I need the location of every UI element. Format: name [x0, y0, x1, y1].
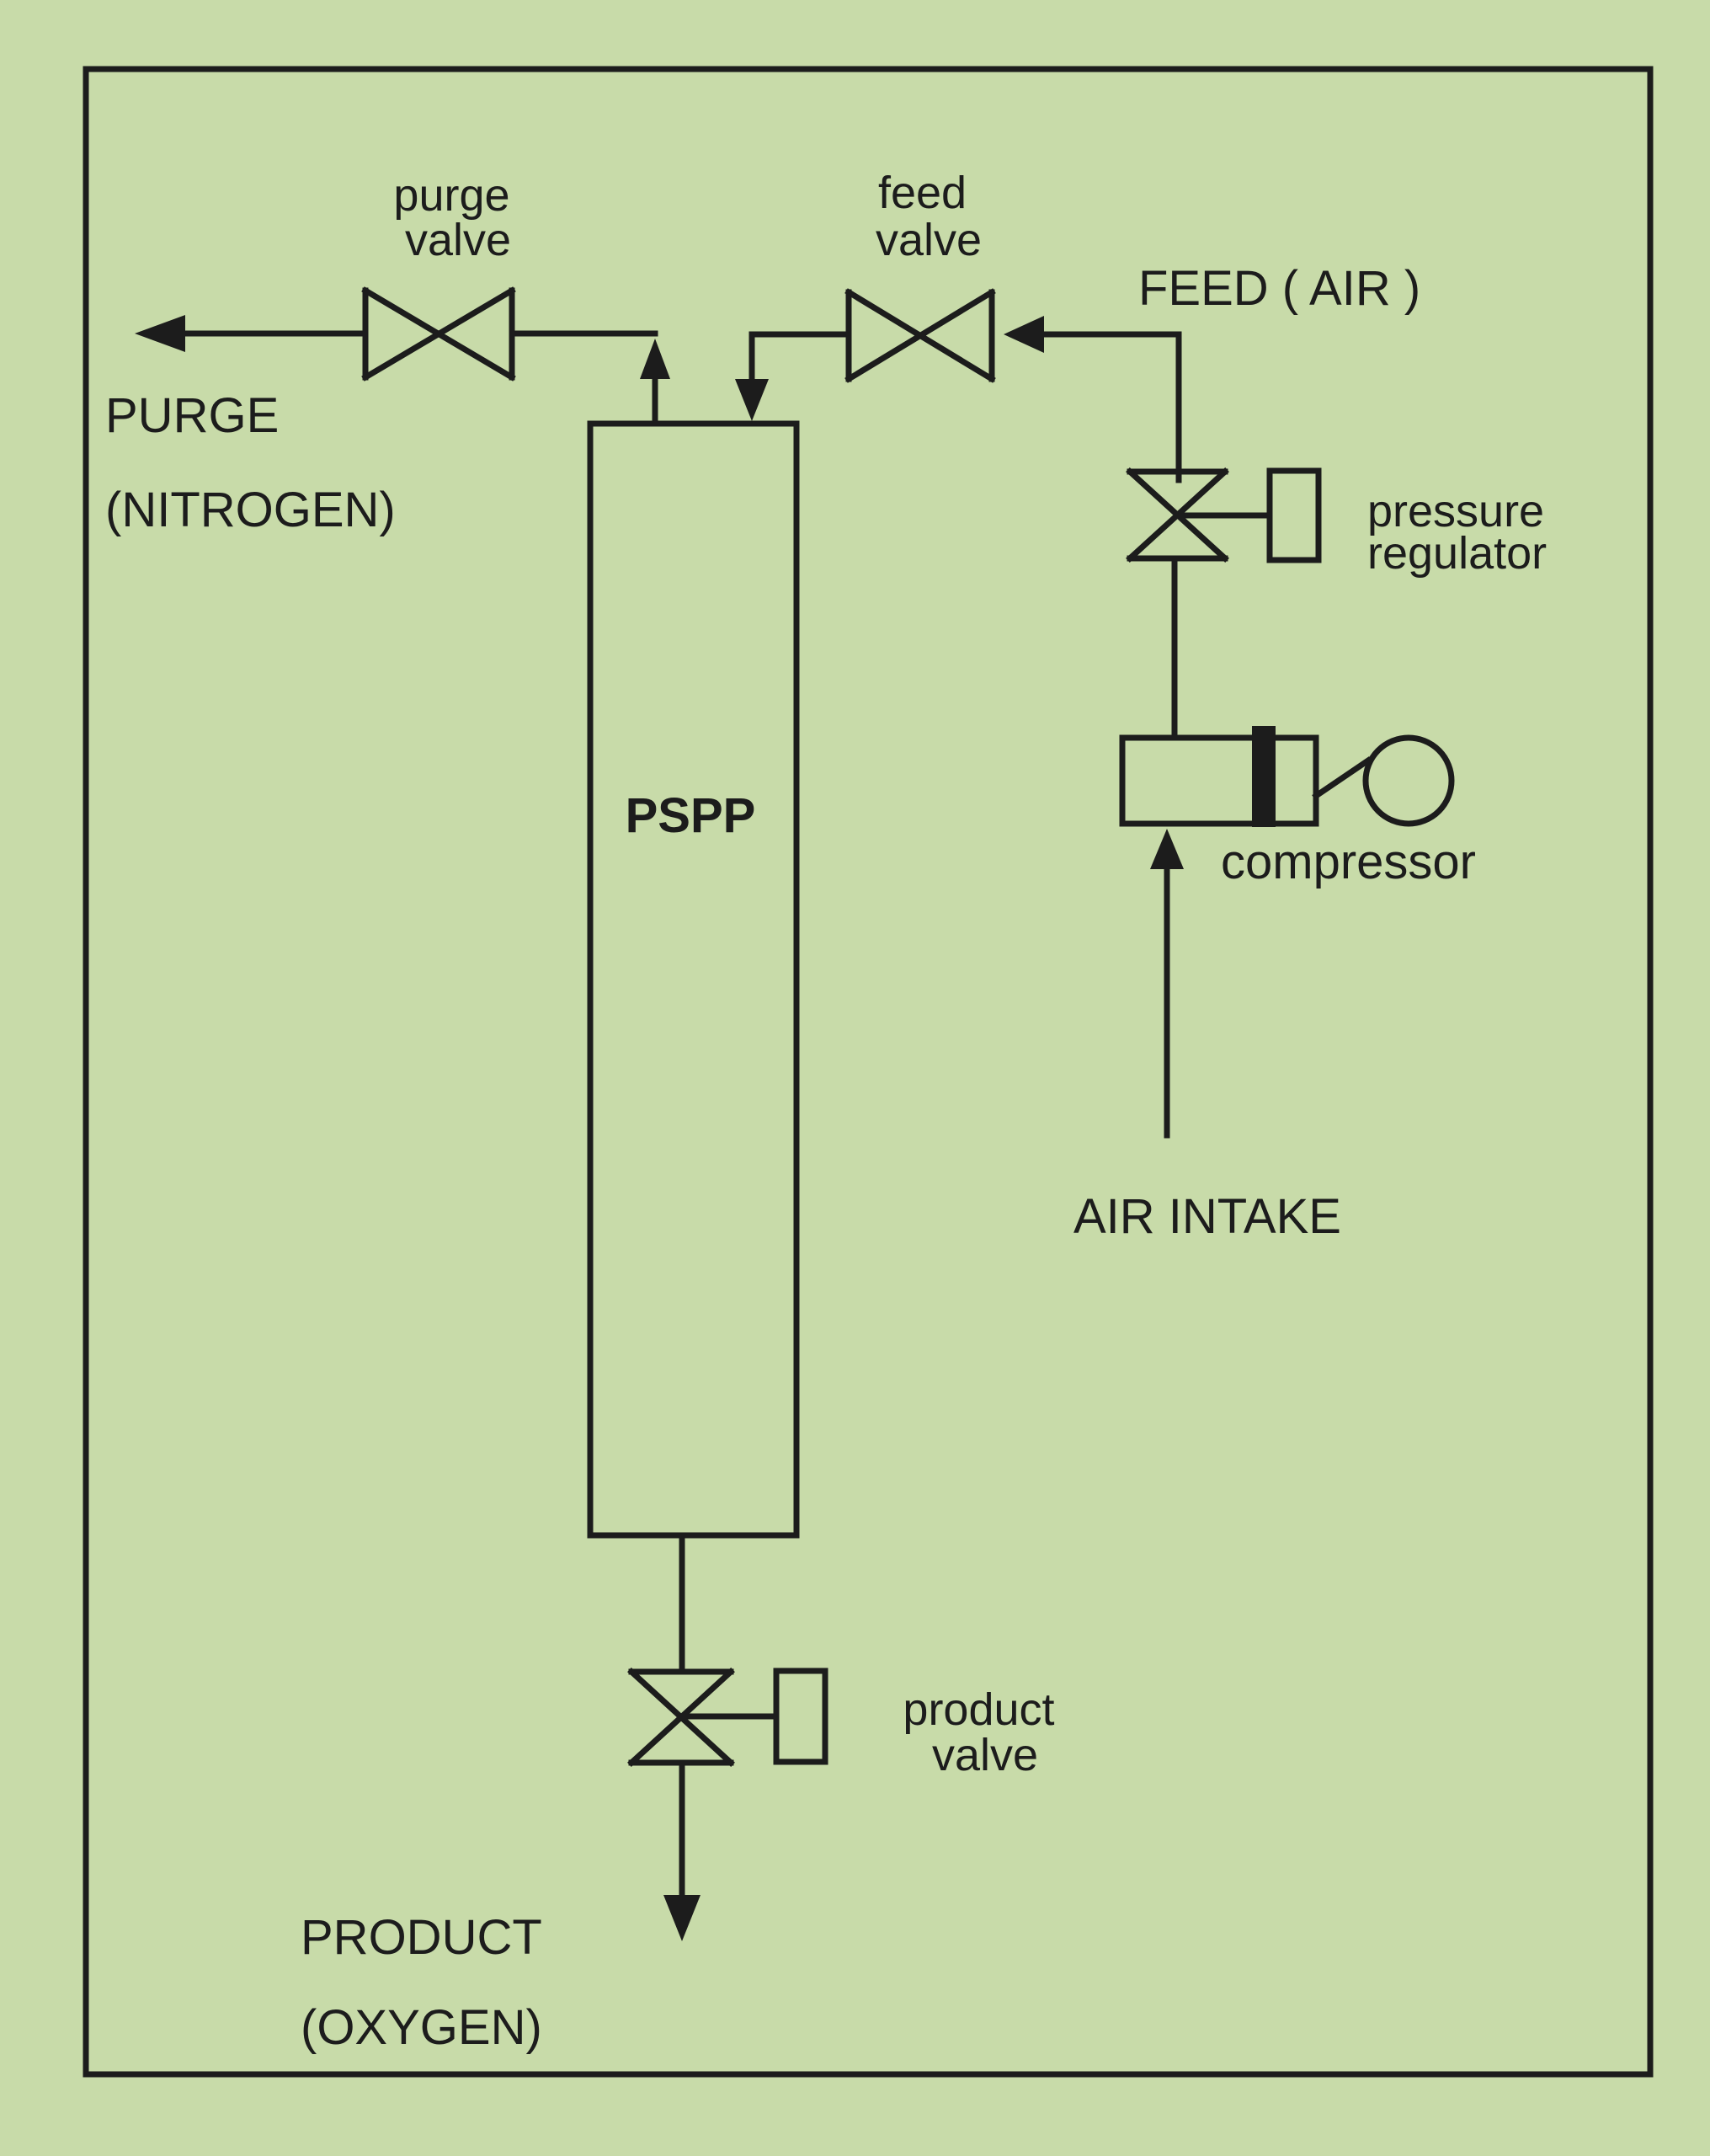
pressure-regulator-icon	[1126, 467, 1322, 563]
compressor-label: compressor	[1221, 835, 1476, 889]
purge-line	[135, 315, 670, 427]
feed-valve-label: feed valve	[876, 168, 982, 265]
product-outlet-arrow	[663, 1895, 701, 1941]
product-valve-icon	[627, 1668, 828, 1767]
pspp-label: PSPP	[626, 788, 756, 843]
diagram-frame	[83, 66, 1654, 2078]
pspp-column	[587, 420, 800, 1539]
compressor-icon	[1119, 726, 1455, 827]
product-outlet-line	[663, 1759, 701, 1941]
pressure-regulator-label: pressure regulator	[1367, 486, 1557, 579]
air-intake-arrow	[1150, 829, 1184, 869]
product-valve-label: product valve	[903, 1684, 1067, 1780]
purge-valve-icon	[361, 286, 516, 382]
feed-air-label: FEED ( AIR )	[1138, 261, 1420, 316]
feed-line	[735, 316, 1182, 483]
feed-inlet-arrow	[735, 379, 769, 421]
purge-outlet-arrow	[135, 315, 185, 352]
purge-nitrogen-label: PURGE (NITROGEN)	[105, 388, 396, 537]
air-intake-label: AIR INTAKE	[1073, 1189, 1341, 1244]
feed-valve-icon	[844, 288, 996, 383]
product-oxygen-label: PRODUCT (OXYGEN)	[301, 1910, 555, 2055]
air-intake-line	[1150, 829, 1184, 1139]
purge-valve-label: purge valve	[393, 170, 522, 265]
